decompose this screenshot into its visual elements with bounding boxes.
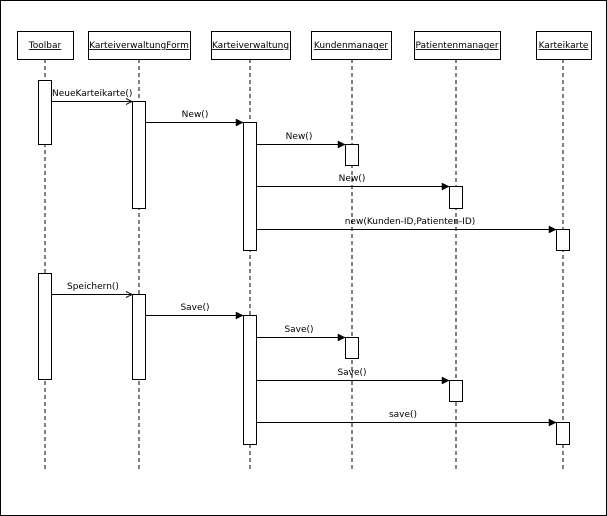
- message-label: Speichern(): [67, 282, 119, 292]
- activation-km: [345, 337, 359, 359]
- message-9[interactable]: Save(): [257, 368, 450, 385]
- filled-arrowhead-icon: [235, 311, 244, 320]
- message-1[interactable]: NeueKarteikarte(): [52, 89, 134, 105]
- activation-kk: [556, 422, 570, 445]
- message-label: New(): [286, 132, 313, 142]
- participant-box: [17, 31, 74, 60]
- participant-kk[interactable]: Karteikarte: [536, 31, 592, 60]
- activation-form: [132, 294, 146, 380]
- message-label: Save(): [337, 368, 366, 378]
- participant-box: [88, 31, 191, 60]
- message-2[interactable]: New(): [146, 110, 244, 127]
- participant-box: [414, 31, 501, 60]
- participant-box: [311, 31, 392, 60]
- message-3[interactable]: New(): [257, 132, 346, 149]
- activation-kv: [243, 122, 257, 251]
- participant-form[interactable]: KarteiverwaltungForm: [88, 31, 191, 60]
- participant-toolbar[interactable]: Toolbar: [17, 31, 74, 60]
- message-7[interactable]: Save(): [146, 303, 244, 320]
- open-arrowhead-icon: [125, 291, 134, 298]
- message-label: Save(): [284, 325, 313, 335]
- message-8[interactable]: Save(): [257, 325, 346, 342]
- participant-label: Toolbar: [28, 41, 62, 51]
- participant-label: Kundenmanager: [314, 41, 389, 51]
- filled-arrowhead-icon: [548, 418, 557, 427]
- participant-box: [536, 31, 592, 60]
- participant-label: Patientenmanager: [415, 41, 498, 51]
- participant-pm[interactable]: Patientenmanager: [414, 31, 501, 60]
- participant-label: Karteiverwaltung: [212, 41, 289, 51]
- filled-arrowhead-icon: [548, 225, 557, 234]
- activation-pm: [449, 380, 463, 402]
- filled-arrowhead-icon: [337, 140, 346, 149]
- message-6[interactable]: Speichern(): [52, 282, 134, 298]
- participant-label: Karteikarte: [539, 41, 589, 51]
- participant-km[interactable]: Kundenmanager: [311, 31, 392, 60]
- filled-arrowhead-icon: [441, 182, 450, 191]
- activation-kv: [243, 315, 257, 445]
- message-label: New(): [182, 110, 209, 120]
- open-arrowhead-icon: [125, 98, 134, 105]
- message-label: New(): [339, 174, 366, 184]
- activation-toolbar: [38, 80, 52, 145]
- filled-arrowhead-icon: [337, 333, 346, 342]
- activation-kk: [556, 229, 570, 251]
- message-label: new(Kunden-ID,Patienten-ID): [345, 217, 476, 227]
- filled-arrowhead-icon: [441, 376, 450, 385]
- filled-arrowhead-icon: [235, 118, 244, 127]
- message-5[interactable]: new(Kunden-ID,Patienten-ID): [257, 217, 557, 234]
- participant-kv[interactable]: Karteiverwaltung: [211, 31, 291, 60]
- message-4[interactable]: New(): [257, 174, 450, 191]
- activation-km: [345, 144, 359, 166]
- participant-label: KarteiverwaltungForm: [89, 41, 189, 51]
- participant-box: [211, 31, 291, 60]
- activation-pm: [449, 186, 463, 209]
- message-label: save(): [389, 410, 417, 420]
- message-10[interactable]: save(): [257, 410, 557, 427]
- message-label: Save(): [180, 303, 209, 313]
- activation-form: [132, 101, 146, 209]
- activation-toolbar: [38, 273, 52, 380]
- message-label: NeueKarteikarte(): [52, 89, 132, 99]
